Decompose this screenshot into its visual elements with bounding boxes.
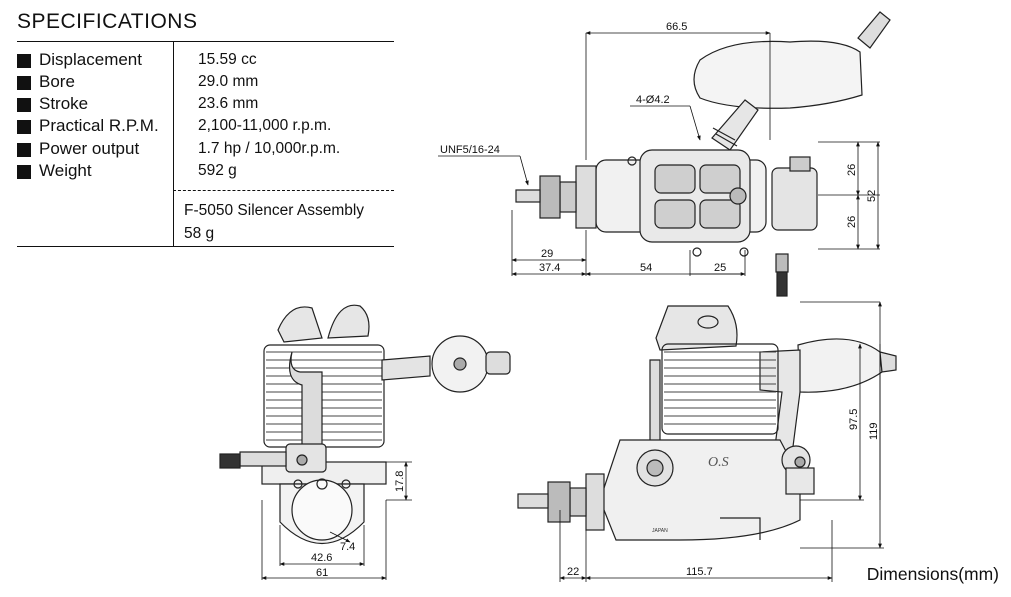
side-cylinder-fins xyxy=(664,351,776,425)
dim-26-lower: 26 xyxy=(846,216,858,228)
dim-holes: 4-Ø4.2 xyxy=(636,94,670,106)
bullet-square-icon xyxy=(17,143,31,157)
top-needle-valve xyxy=(776,271,788,297)
bullet-square-icon xyxy=(17,120,31,134)
dim-66-5: 66.5 xyxy=(666,21,687,33)
spec-value: 15.59 cc xyxy=(198,51,257,68)
spec-value: 2,100-11,000 r.p.m. xyxy=(198,117,332,134)
specifications-title: SPECIFICATIONS xyxy=(17,10,198,33)
dimensions-caption: Dimensions(mm) xyxy=(866,564,999,584)
dim-52: 52 xyxy=(866,190,878,202)
silencer-name: F-5050 Silencer Assembly xyxy=(184,202,365,219)
spec-value: 29.0 mm xyxy=(198,73,259,90)
top-prop-shaft xyxy=(515,189,541,203)
spec-row-power-output: Power output 1.7 hp / 10,000r.p.m. xyxy=(17,139,397,161)
top-silencer-outlet xyxy=(857,11,891,49)
dim-29: 29 xyxy=(541,248,553,260)
dim-119: 119 xyxy=(868,422,880,440)
dim-54: 54 xyxy=(640,262,652,274)
spec-value: 1.7 hp / 10,000r.p.m. xyxy=(198,140,341,157)
dim-61: 61 xyxy=(316,567,328,579)
dim-thread: UNF5/16-24 xyxy=(440,144,500,156)
dim-25: 25 xyxy=(714,262,726,274)
dim-22: 22 xyxy=(567,566,579,578)
top-exhaust-pipe xyxy=(711,99,759,151)
dim-42-6: 42.6 xyxy=(311,552,332,564)
table-column-separator xyxy=(173,42,174,246)
bullet-square-icon xyxy=(17,98,31,112)
front-view-drawing xyxy=(219,304,511,544)
spec-value: 592 g xyxy=(198,162,237,179)
dim-17-8: 17.8 xyxy=(394,471,406,492)
side-stamp: JAPAN xyxy=(652,528,668,534)
spec-label: Weight xyxy=(39,161,92,180)
table-bottom-rule xyxy=(17,246,394,247)
spec-label: Power output xyxy=(39,139,140,158)
spec-row-practical-rpm: Practical R.P.M. 2,100-11,000 r.p.m. xyxy=(17,116,397,138)
bullet-square-icon xyxy=(17,165,31,179)
side-engraving: O.S xyxy=(708,455,729,470)
side-crankcase xyxy=(599,439,801,541)
side-silencer-body xyxy=(797,338,883,393)
dim-97-5: 97.5 xyxy=(848,409,860,430)
spec-row-bore: Bore 29.0 mm xyxy=(17,72,397,94)
dim-37-4: 37.4 xyxy=(539,262,560,274)
front-cylinder-fins xyxy=(266,351,382,441)
dim-7-4: 7.4 xyxy=(340,541,355,553)
spec-label: Bore xyxy=(39,72,75,91)
spec-label: Stroke xyxy=(39,94,89,113)
spec-label: Practical R.P.M. xyxy=(39,116,159,135)
dim-115-7: 115.7 xyxy=(686,566,713,578)
top-silencer-body xyxy=(693,40,863,109)
spec-label: Displacement xyxy=(39,50,142,69)
spec-row-displacement: Displacement 15.59 cc xyxy=(17,50,397,72)
spec-value: 23.6 mm xyxy=(198,95,259,112)
top-view-drawing xyxy=(515,11,891,297)
dim-26-upper: 26 xyxy=(846,164,858,176)
spec-row-stroke: Stroke 23.6 mm xyxy=(17,94,397,116)
table-top-rule xyxy=(17,41,394,42)
bullet-square-icon xyxy=(17,54,31,68)
spec-row-weight: Weight 592 g xyxy=(17,161,397,183)
side-view-drawing xyxy=(517,305,897,541)
bullet-square-icon xyxy=(17,76,31,90)
side-prop-shaft xyxy=(517,493,549,509)
front-needle-valve xyxy=(219,453,241,469)
silencer-weight: 58 g xyxy=(184,225,215,242)
table-dashed-divider xyxy=(173,190,394,191)
